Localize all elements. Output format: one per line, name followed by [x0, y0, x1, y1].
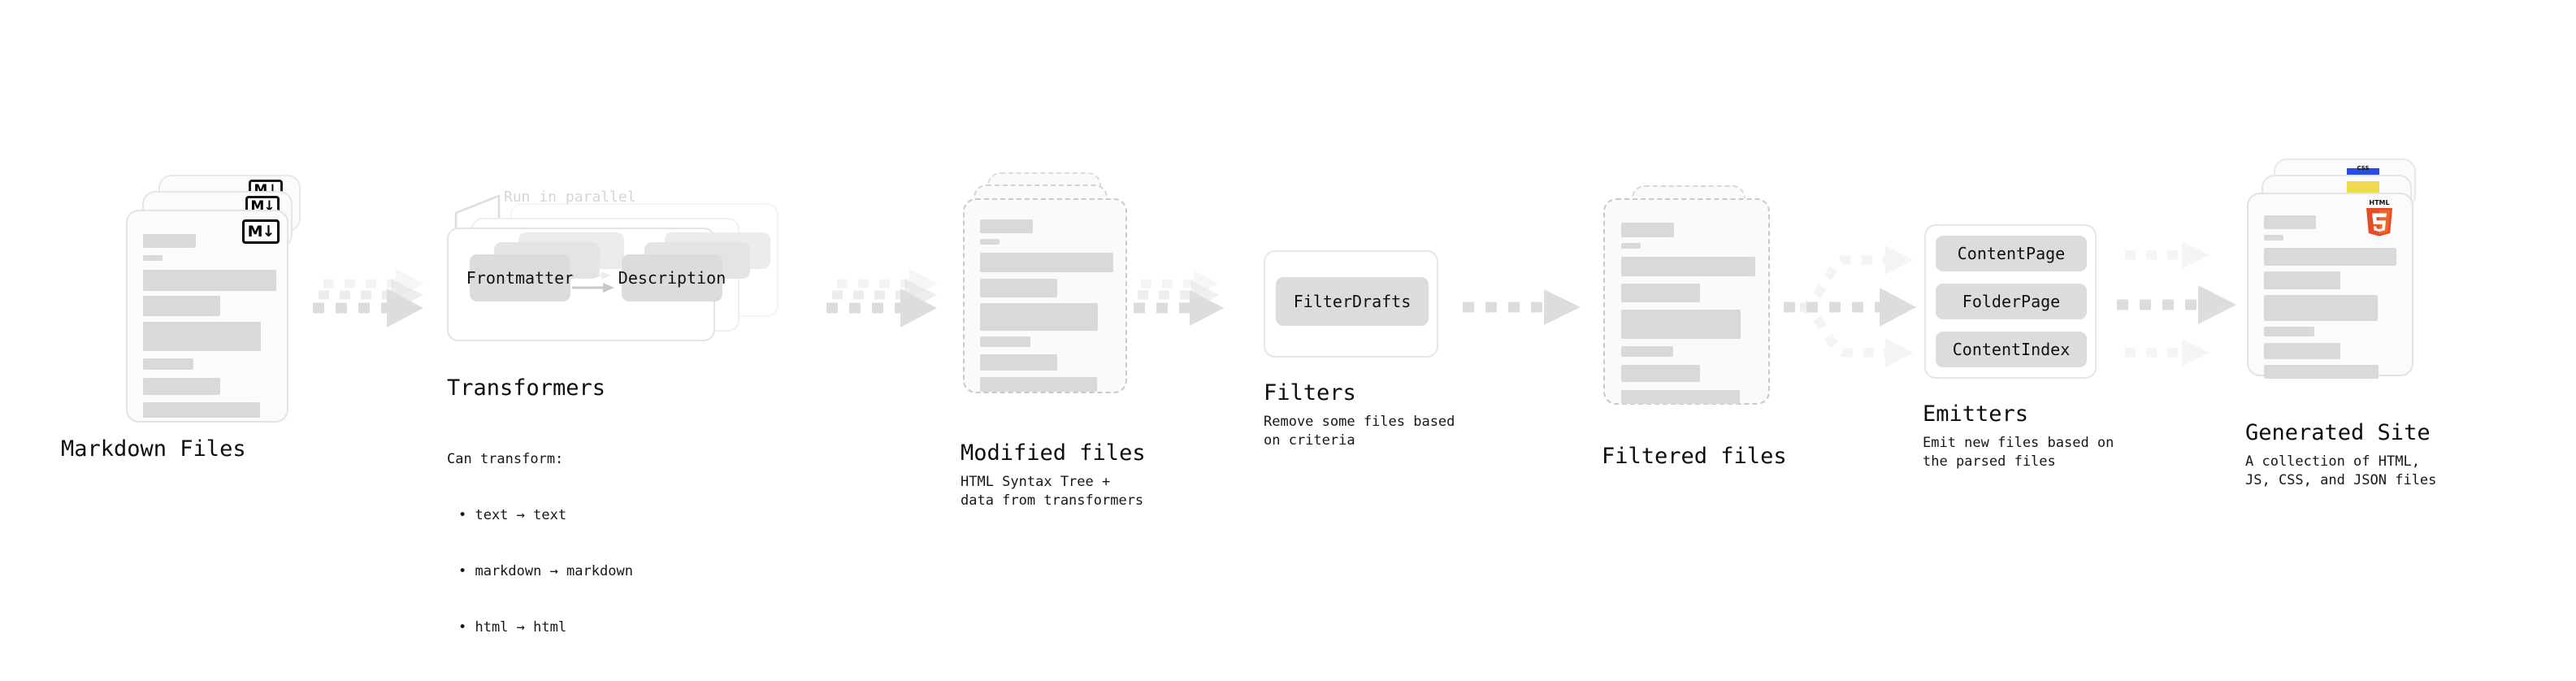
emitter-chip-label: ContentPage — [1957, 244, 2066, 263]
stage-subtitle-emitters: Emit new files based on the parsed files — [1923, 435, 2114, 470]
svg-text:HTML: HTML — [2369, 199, 2389, 206]
skeleton-bar — [1621, 346, 1673, 357]
skeleton-bar — [2264, 235, 2283, 241]
markdown-badge-front: M↓ — [242, 219, 280, 244]
filter-chip-filterdrafts[interactable]: FilterDrafts — [1276, 277, 1429, 326]
stage-filtered-files: Filtered files — [1602, 185, 1790, 469]
skeleton-bar — [2264, 343, 2340, 359]
skeleton-bar — [1621, 223, 1674, 237]
skeleton-bar — [2264, 365, 2379, 379]
arrow-filtered-to-emitters — [1784, 245, 1916, 367]
skeleton-bar — [2264, 248, 2396, 266]
css-badge: CSS — [2347, 165, 2379, 176]
arrow-filters-to-filtered — [1463, 289, 1581, 325]
skeleton-bar — [2264, 327, 2314, 336]
transformers-bullet-item: • markdown → markdown — [458, 563, 633, 579]
transformers-bullet-item: • text → text — [458, 507, 567, 523]
skeleton-bar — [1621, 257, 1755, 276]
skeleton-bar — [980, 354, 1057, 371]
skeleton-bar — [2264, 295, 2378, 321]
stage-title-transformers: Transformers — [447, 375, 606, 401]
emitter-chip-contentindex[interactable]: ContentIndex — [1936, 332, 2087, 367]
skeleton-bar — [143, 402, 260, 418]
stage-title-modified-files: Modified files — [961, 440, 1146, 466]
skeleton-bar — [2264, 215, 2316, 229]
skeleton-bar — [143, 378, 220, 395]
skeleton-bar — [1621, 284, 1700, 302]
skeleton-bar — [1621, 310, 1741, 339]
stage-markdown-files: M↓ M↓ M↓ Markdown Files — [61, 175, 313, 462]
filter-chip-label: FilterDrafts — [1293, 292, 1412, 311]
filtered-card-stack — [1603, 185, 1790, 421]
skeleton-bar — [980, 336, 1030, 347]
stage-title-emitters: Emitters — [1923, 401, 2029, 427]
stage-title-filters: Filters — [1264, 380, 1356, 406]
css-badge-text: CSS — [2357, 165, 2370, 171]
transformer-chip-frontmatter[interactable]: Frontmatter — [466, 254, 574, 301]
skeleton-bar — [980, 239, 1000, 245]
skeleton-bar — [143, 322, 261, 351]
transformers-bullets-lead: Can transform: — [447, 451, 564, 467]
stage-modified-files: Modified files HTML Syntax Tree + data f… — [961, 172, 1150, 509]
transformers-bullet-item: • html → html — [458, 619, 567, 635]
transformers-bullets: Can transform: • text → text • markdown … — [447, 413, 633, 674]
stage-title-filtered-files: Filtered files — [1602, 444, 1787, 469]
skeleton-bar — [980, 303, 1098, 331]
emitter-chip-contentpage[interactable]: ContentPage — [1936, 236, 2087, 271]
markdown-card-stack: M↓ M↓ M↓ — [126, 175, 313, 423]
skeleton-bar — [143, 358, 193, 370]
html5-badge: HTML — [2363, 197, 2396, 236]
generated-card-stack: CSS HTML — [2247, 158, 2450, 410]
modified-card-stack — [963, 172, 1150, 420]
markdown-card-front — [126, 210, 288, 423]
markdown-badge-text: M↓ — [250, 197, 275, 215]
emitter-chip-label: ContentIndex — [1952, 340, 2071, 359]
stage-title-markdown-files: Markdown Files — [61, 436, 246, 462]
skeleton-bar — [143, 255, 163, 261]
skeleton-bar — [1621, 243, 1641, 249]
skeleton-bar — [1621, 390, 1740, 404]
transformer-chip-label: Frontmatter — [466, 268, 575, 288]
modified-card-front — [963, 198, 1127, 393]
stage-subtitle-modified-files: HTML Syntax Tree + data from transformer… — [961, 474, 1144, 509]
html5-icon: HTML — [2366, 199, 2392, 236]
stage-title-generated-site: Generated Site — [2245, 420, 2431, 445]
run-in-parallel-label: Run in parallel — [504, 189, 636, 206]
skeleton-bar — [2264, 271, 2340, 289]
arrow-markdown-to-transformers — [313, 269, 425, 327]
skeleton-bar — [143, 270, 276, 291]
stage-subtitle-generated-site: A collection of HTML, JS, CSS, and JSON … — [2245, 453, 2437, 488]
skeleton-bar — [980, 253, 1113, 272]
skeleton-bar — [143, 234, 196, 248]
stage-generated-site: CSS HTML — [2245, 158, 2450, 488]
skeleton-bar — [980, 219, 1033, 233]
emitter-chip-label: FolderPage — [1962, 292, 2061, 311]
transformer-chip-description[interactable]: Description — [618, 254, 726, 301]
arrow-emitters-to-site — [2117, 241, 2236, 367]
filters-box: FilterDrafts — [1264, 250, 1438, 358]
generated-card-front — [2247, 193, 2413, 379]
arrow-transformers-to-modified — [826, 269, 939, 327]
skeleton-bar — [980, 377, 1097, 392]
transformer-inner-arrows — [572, 260, 614, 293]
skeleton-bar — [980, 279, 1057, 297]
emitter-chip-folderpage[interactable]: FolderPage — [1936, 284, 2087, 319]
stage-subtitle-filters: Remove some files based on criteria — [1264, 414, 1455, 449]
transformer-chip-label: Description — [618, 268, 726, 288]
markdown-badge-text: M↓ — [247, 222, 275, 241]
skeleton-bar — [143, 296, 220, 316]
filtered-card-front — [1603, 198, 1770, 405]
emitters-box: ContentPage FolderPage ContentIndex — [1924, 224, 2097, 379]
skeleton-bar — [1621, 365, 1700, 382]
